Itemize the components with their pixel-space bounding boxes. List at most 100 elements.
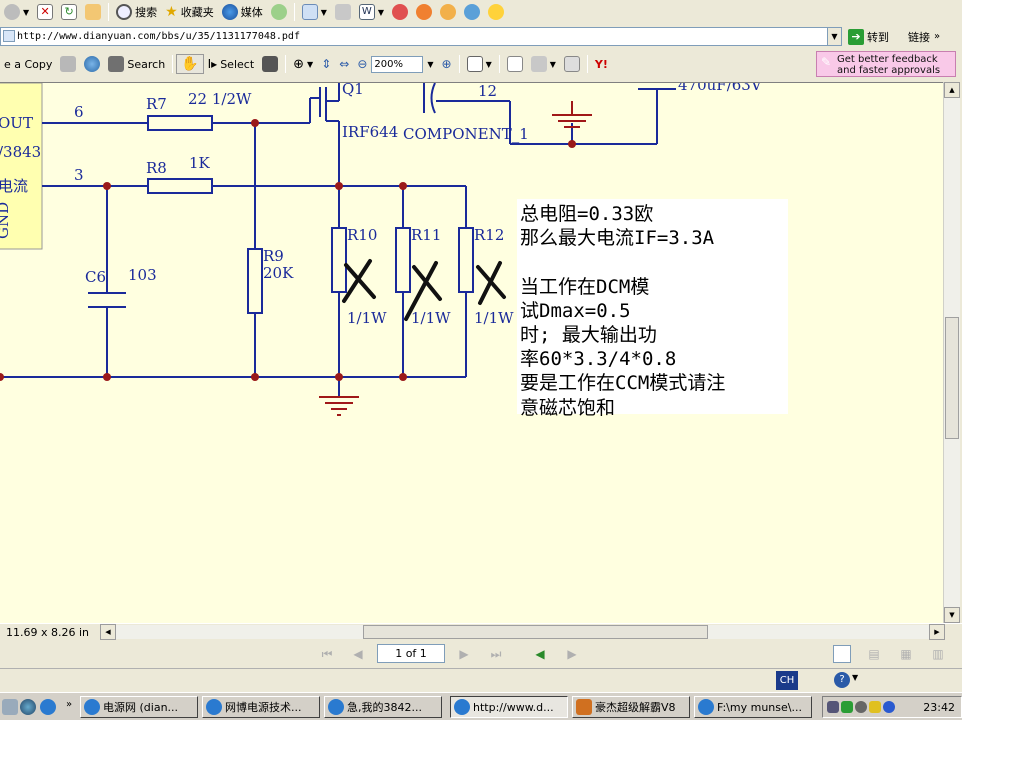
r12-ref: R12 [474, 226, 504, 244]
search-pdf-button[interactable]: Search [104, 54, 169, 74]
fit-height-button[interactable]: ⇕ [317, 54, 335, 74]
first-page-button[interactable]: ⏮ [318, 645, 336, 663]
page-number-input[interactable]: 1 of 1 [377, 644, 445, 663]
media-button[interactable]: 媒体 [218, 2, 267, 22]
extra-button-3[interactable] [436, 2, 460, 22]
tray-tool-icon[interactable] [869, 701, 881, 713]
select-tool-button[interactable]: I▸ Select [204, 54, 259, 74]
extra-button-5[interactable] [484, 2, 508, 22]
back-circle-icon: ◀ [535, 647, 545, 661]
hand-icon: ✋ [181, 56, 199, 72]
volume-icon[interactable] [855, 701, 867, 713]
extra-button-2[interactable] [412, 2, 436, 22]
print-pdf-button[interactable] [56, 54, 80, 74]
zoom-input[interactable]: 200% [371, 55, 424, 73]
clock: 23:42 [923, 701, 955, 714]
globe-icon[interactable] [20, 699, 36, 715]
scroll-down-button[interactable]: ▼ [944, 607, 960, 623]
scroll-up-button[interactable]: ▲ [944, 82, 960, 98]
schematic-drawing: OUT /3843 电流 GND 6 3 12 R7 22 1/2W R8 1K… [0, 83, 763, 416]
zoom-dropdown[interactable]: ▼ [423, 54, 437, 74]
system-tray: 23:42 [822, 696, 962, 718]
fit-width-button[interactable]: ⇔ [335, 54, 353, 74]
globe-icon [464, 4, 481, 20]
zoom-in-tool-button[interactable]: ⊕ ▼ [289, 54, 317, 74]
sign-button[interactable]: ▼ [527, 54, 560, 74]
address-dropdown[interactable]: ▼ [827, 27, 842, 46]
continuous-facing-button[interactable]: ▥ [929, 645, 947, 663]
forward-circle-icon: ▶ [567, 647, 577, 661]
scroll-left-button[interactable]: ◀ [100, 624, 116, 640]
page-navigation-bar: ⏮ ◀ 1 of 1 ▶ ⏭ ◀ ▶ ▤ ▦ ▥ [0, 641, 962, 668]
yahoo-button[interactable]: Y! [591, 54, 612, 74]
email-pdf-button[interactable] [80, 54, 104, 74]
single-page-button[interactable] [833, 645, 851, 663]
links-button[interactable]: 链接 » [908, 27, 940, 46]
vertical-scrollbar[interactable]: ▲ ▼ [943, 82, 960, 623]
task-button-active[interactable]: http://www.d... [450, 696, 568, 718]
forward-view-button[interactable]: ▶ [563, 645, 581, 663]
network-icon[interactable] [827, 701, 839, 713]
note-line: 试Dmax=0.5 [520, 299, 631, 322]
history-button[interactable] [267, 2, 291, 22]
scroll-right-button[interactable]: ▶ [929, 624, 945, 640]
pdf-document-view[interactable]: OUT /3843 电流 GND 6 3 12 R7 22 1/2W R8 1K… [0, 82, 943, 623]
task-button[interactable]: 电源网 (dian... [80, 696, 198, 718]
print-button[interactable] [331, 2, 355, 22]
horizontal-scrollbar[interactable]: ◀ ▶ [100, 624, 945, 640]
favorites-button[interactable]: ★ 收藏夹 [161, 2, 218, 22]
rotate-button[interactable]: ▼ [463, 54, 496, 74]
snapshot-button[interactable] [258, 54, 282, 74]
task-button[interactable]: 网博电源技术... [202, 696, 320, 718]
search-button[interactable]: 搜索 [112, 2, 161, 22]
help-icon[interactable]: ? [834, 672, 850, 688]
last-page-button[interactable]: ⏭ [487, 645, 505, 663]
task-button[interactable]: 豪杰超级解霸V8 [572, 696, 690, 718]
horizontal-scroll-thumb[interactable] [363, 625, 708, 639]
hand-tool-button[interactable]: ✋ [176, 54, 204, 74]
feedback-promo-button[interactable]: ✎ Get better feedback and faster approva… [816, 51, 956, 77]
copy-button[interactable] [560, 54, 584, 74]
chevron-right-icon[interactable]: » [66, 699, 73, 710]
tray-app-icon[interactable] [841, 701, 853, 713]
quicklaunch-icon[interactable] [2, 699, 18, 715]
note-line: 总电阻=0.33欧 [520, 203, 654, 225]
task-button[interactable]: F:\my munse\... [694, 696, 812, 718]
address-input[interactable]: http://www.dianyuan.com/bbs/u/35/1131177… [0, 27, 842, 46]
edit-button[interactable]: W ▼ [355, 2, 388, 22]
chevron-left-icon: ◀ [105, 628, 111, 636]
forward-button[interactable]: ▼ [0, 2, 33, 22]
refresh-button[interactable]: ↻ [57, 2, 81, 22]
refresh-icon: ↻ [61, 4, 78, 20]
back-view-button[interactable]: ◀ [531, 645, 549, 663]
save-copy-button[interactable]: e a Copy [0, 54, 56, 74]
vertical-scroll-thumb[interactable] [945, 317, 959, 439]
facing-button[interactable]: ▦ [897, 645, 915, 663]
address-bar: http://www.dianyuan.com/bbs/u/35/1131177… [0, 27, 962, 47]
task-label: http://www.d... [473, 700, 554, 714]
task-button[interactable]: 急,我的3842... [324, 696, 442, 718]
zoom-in-button[interactable]: ⊕ [438, 54, 456, 74]
extra-button-4[interactable] [460, 2, 484, 22]
abc-icon [506, 56, 523, 72]
go-button[interactable]: ➔ 转到 [848, 27, 889, 46]
zoom-out-button[interactable]: ⊖ [353, 54, 371, 74]
antivirus-icon[interactable] [883, 701, 895, 713]
home-button[interactable] [81, 2, 105, 22]
mail-button[interactable]: ▼ [298, 2, 331, 22]
spellcheck-button[interactable] [503, 54, 527, 74]
ime-indicator[interactable]: CH [776, 671, 798, 690]
next-page-button[interactable]: ▶ [455, 645, 473, 663]
printer-icon [60, 56, 77, 72]
dropdown-icon: ▼ [377, 7, 385, 17]
separator [172, 55, 174, 73]
chevron-down-icon[interactable]: ▼ [852, 673, 859, 682]
extra-button-1[interactable] [388, 2, 412, 22]
pen-icon [530, 56, 547, 72]
input-tool-icon[interactable] [806, 672, 822, 688]
continuous-button[interactable]: ▤ [865, 645, 883, 663]
stop-icon: ✕ [37, 4, 54, 20]
stop-button[interactable]: ✕ [33, 2, 57, 22]
previous-page-button[interactable]: ◀ [349, 645, 367, 663]
ie-icon[interactable] [40, 699, 56, 715]
